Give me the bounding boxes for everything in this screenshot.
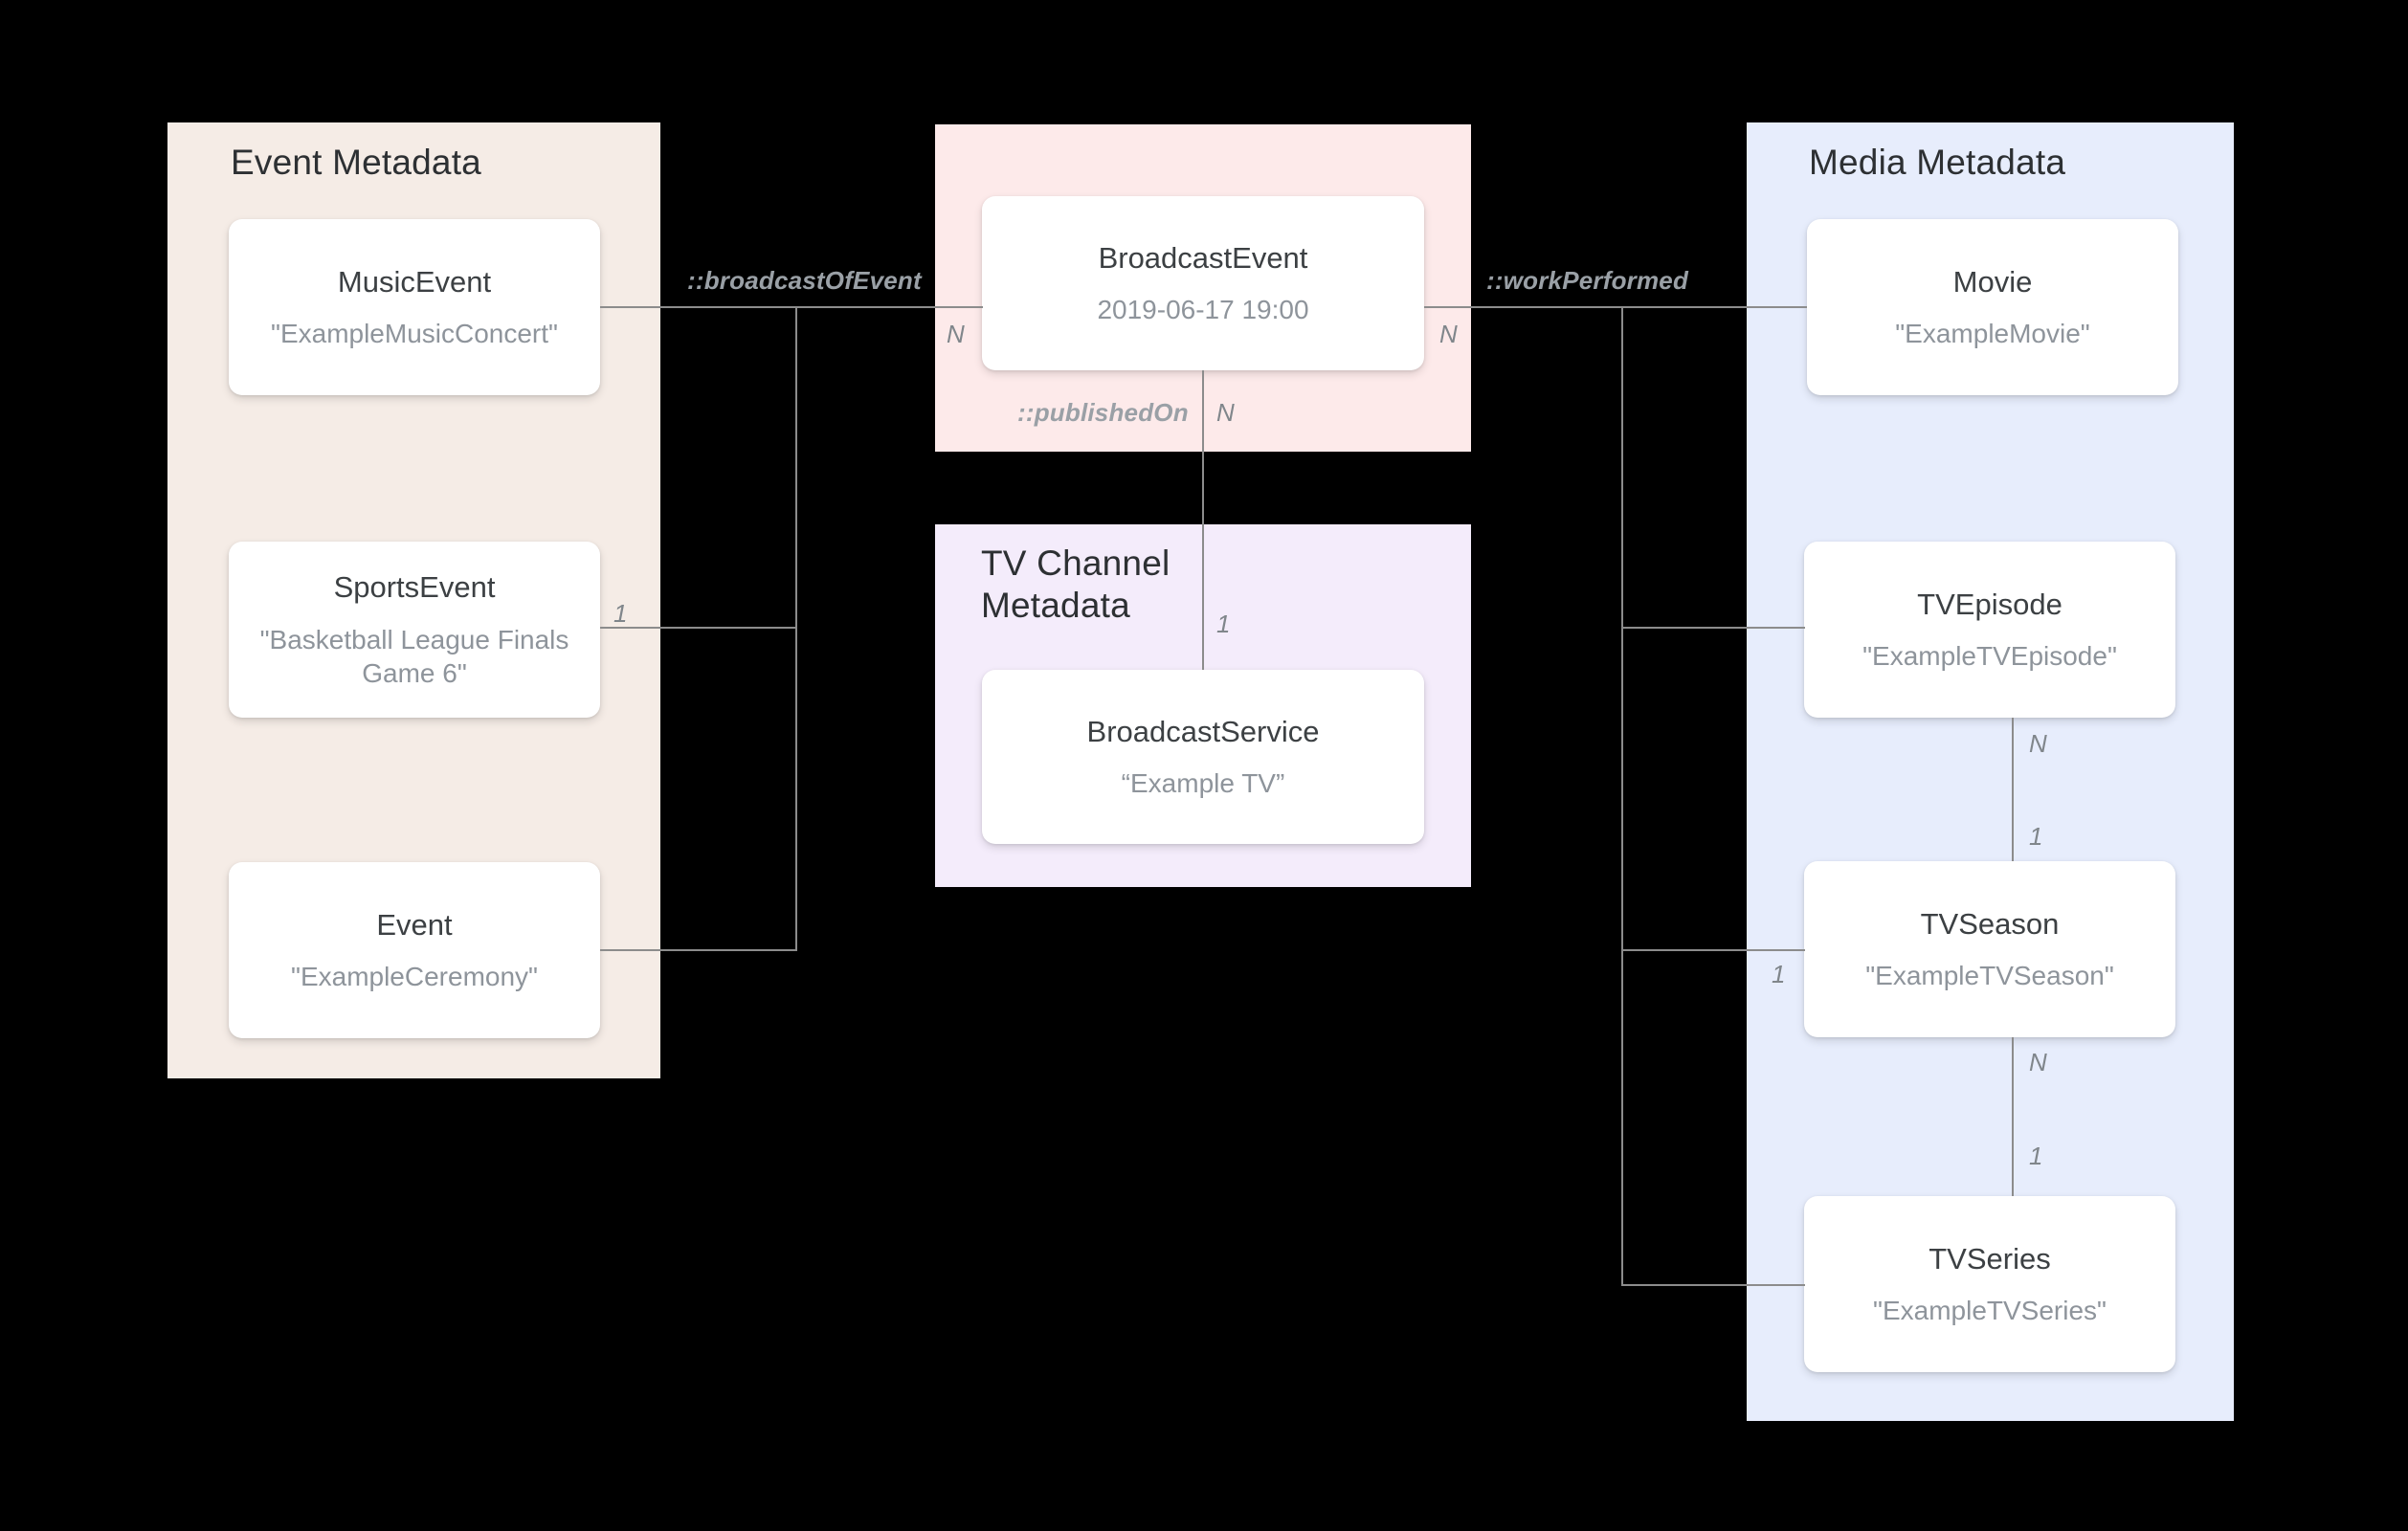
group-title-tv-channel-metadata: TV Channel Metadata bbox=[981, 543, 1220, 626]
group-title-event-metadata: Event Metadata bbox=[231, 143, 481, 182]
entity-name-tv-season: TVSeason bbox=[1920, 906, 2060, 941]
cardinality-tv-season-n: N bbox=[2029, 1048, 2047, 1076]
entity-name-sports-event: SportsEvent bbox=[333, 570, 496, 605]
entity-value-broadcast-service: “Example TV” bbox=[1121, 768, 1285, 799]
entity-value-sports-event: "Basketball League Finals Game 6" bbox=[259, 624, 569, 688]
connector-music-event-to-hub bbox=[600, 306, 796, 308]
group-title-tv-channel-line1: TV Channel bbox=[981, 544, 1171, 583]
connector-hub-to-tv-series bbox=[1621, 1284, 1805, 1286]
group-title-tv-channel-line2: Metadata bbox=[981, 585, 1130, 625]
cardinality-sports-event-one: 1 bbox=[613, 599, 628, 628]
entity-name-tv-series: TVSeries bbox=[1929, 1241, 2051, 1276]
cardinality-broadcast-event-down-n: N bbox=[1216, 398, 1235, 427]
entity-value-broadcast-event: 2019-06-17 19:00 bbox=[1097, 295, 1309, 325]
cardinality-tv-episode-n: N bbox=[2029, 729, 2047, 758]
entity-card-sports-event[interactable]: SportsEvent "Basketball League Finals Ga… bbox=[229, 542, 600, 718]
entity-name-music-event: MusicEvent bbox=[337, 264, 492, 299]
connector-tv-season-to-tv-series bbox=[2012, 1037, 2014, 1196]
entity-name-broadcast-service: BroadcastService bbox=[1086, 714, 1320, 748]
relation-label-broadcast-of-event: ::broadcastOfEvent bbox=[687, 266, 922, 295]
connector-event-to-hub bbox=[600, 949, 796, 951]
entity-card-movie[interactable]: Movie "ExampleMovie" bbox=[1807, 219, 2178, 395]
entity-card-event[interactable]: Event "ExampleCeremony" bbox=[229, 862, 600, 1038]
entity-card-tv-series[interactable]: TVSeries "ExampleTVSeries" bbox=[1804, 1196, 2175, 1372]
cardinality-tv-series-one: 1 bbox=[2029, 1142, 2043, 1170]
connector-hub-to-movie bbox=[1621, 306, 1807, 308]
entity-value-tv-season: "ExampleTVSeason" bbox=[1865, 961, 2114, 991]
entity-name-broadcast-event: BroadcastEvent bbox=[1098, 240, 1308, 275]
relation-label-work-performed: ::workPerformed bbox=[1486, 266, 1689, 295]
group-title-media-metadata: Media Metadata bbox=[1809, 143, 2066, 182]
entity-value-tv-series: "ExampleTVSeries" bbox=[1873, 1296, 2107, 1326]
entity-card-tv-season[interactable]: TVSeason "ExampleTVSeason" bbox=[1804, 861, 2175, 1037]
connector-hub-to-tv-episode bbox=[1621, 627, 1805, 629]
cardinality-broadcast-event-right-n: N bbox=[1439, 320, 1458, 348]
entity-card-broadcast-event[interactable]: BroadcastEvent 2019-06-17 19:00 bbox=[982, 196, 1424, 370]
connector-tv-episode-to-tv-season bbox=[2012, 718, 2014, 861]
entity-value-tv-episode: "ExampleTVEpisode" bbox=[1862, 641, 2117, 672]
connector-left-vertical-collector bbox=[795, 306, 797, 951]
connector-right-vertical-collector bbox=[1621, 306, 1623, 1284]
connector-sports-event-to-hub bbox=[600, 627, 796, 629]
cardinality-tv-season-one-top: 1 bbox=[2029, 822, 2043, 851]
connector-hub-to-broadcast-event bbox=[795, 306, 983, 308]
cardinality-tv-season-one-left: 1 bbox=[1772, 960, 1786, 988]
cardinality-broadcast-event-left-n: N bbox=[947, 320, 965, 348]
connector-broadcast-event-to-broadcast-service bbox=[1202, 370, 1204, 670]
relation-label-published-on: ::publishedOn bbox=[1017, 398, 1189, 427]
entity-value-movie: "ExampleMovie" bbox=[1895, 319, 2090, 349]
entity-value-event: "ExampleCeremony" bbox=[291, 962, 538, 992]
entity-card-music-event[interactable]: MusicEvent "ExampleMusicConcert" bbox=[229, 219, 600, 395]
cardinality-broadcast-service-one: 1 bbox=[1216, 610, 1231, 638]
entity-name-event: Event bbox=[376, 907, 453, 942]
entity-name-tv-episode: TVEpisode bbox=[1917, 587, 2062, 621]
connector-hub-to-tv-season bbox=[1621, 949, 1805, 951]
entity-name-movie: Movie bbox=[1952, 264, 2033, 299]
entity-card-tv-episode[interactable]: TVEpisode "ExampleTVEpisode" bbox=[1804, 542, 2175, 718]
entity-value-music-event: "ExampleMusicConcert" bbox=[271, 319, 558, 349]
connector-broadcast-event-to-media-hub bbox=[1424, 306, 1623, 308]
entity-card-broadcast-service[interactable]: BroadcastService “Example TV” bbox=[982, 670, 1424, 844]
